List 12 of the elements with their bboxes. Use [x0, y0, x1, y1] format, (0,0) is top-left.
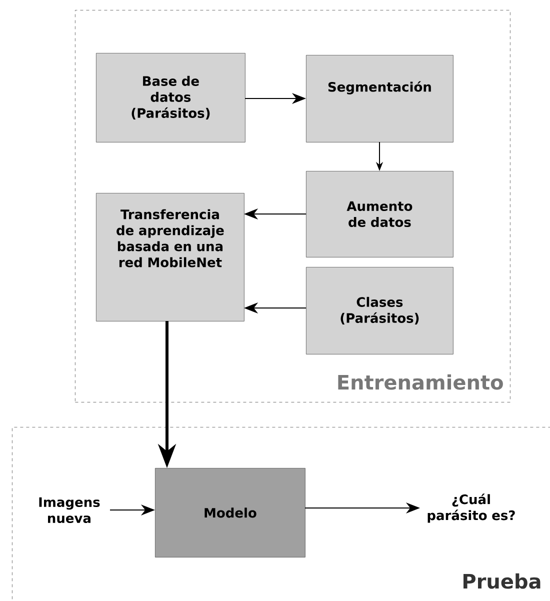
group-frame: [75, 10, 510, 402]
process-box: Base de datos (Parásitos): [96, 53, 246, 142]
group-frame: [12, 427, 550, 601]
process-box: Transferencia de aprendizaje basada en una red MobileNet: [96, 193, 244, 322]
process-box: Aumento de datos: [306, 171, 454, 258]
text-label: Imagens nueva: [39, 497, 100, 524]
text-label: ¿Cuál parásito es?: [428, 494, 515, 523]
process-box: Clases (Parásitos): [306, 267, 454, 354]
group-title: Entrenamiento: [338, 374, 503, 390]
process-box: Segmentación: [306, 55, 454, 142]
process-box: Modelo: [155, 468, 306, 558]
group-title: Prueba: [464, 573, 540, 589]
